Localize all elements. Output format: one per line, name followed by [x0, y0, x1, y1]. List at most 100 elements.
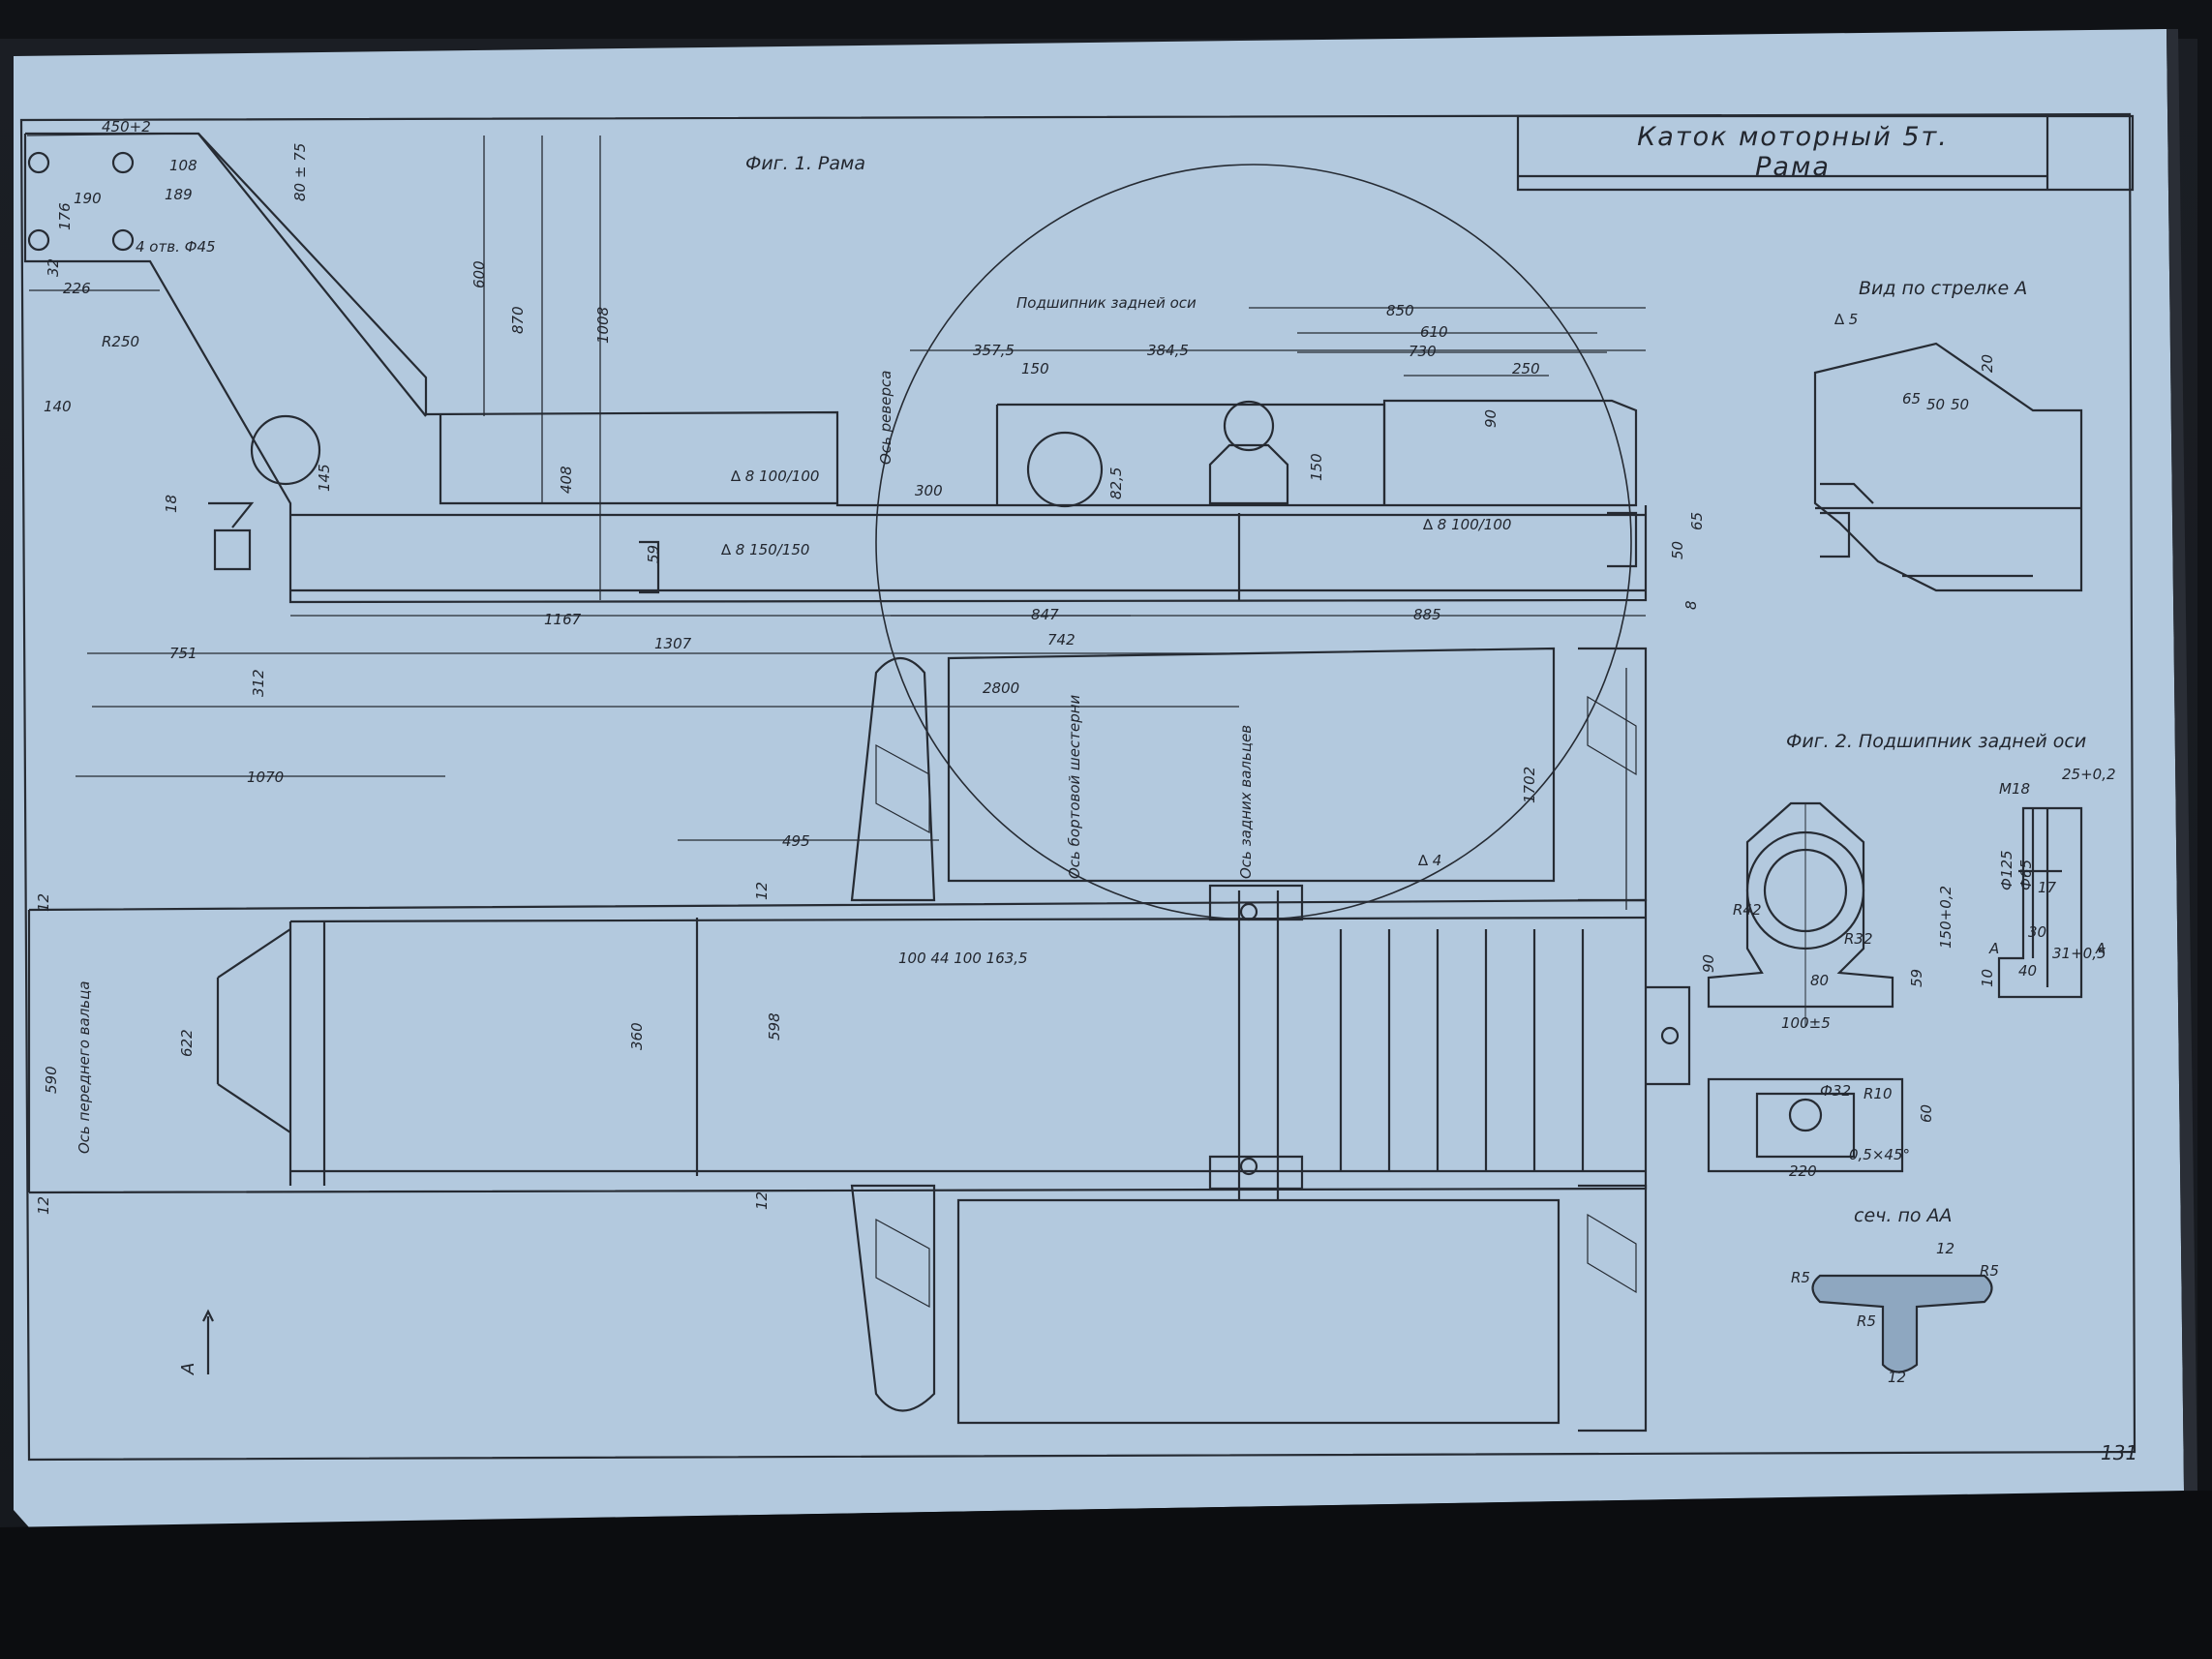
dim-610: 610 [1420, 323, 1448, 341]
dim-150b: 150 [1308, 453, 1325, 481]
plan-view [27, 647, 1691, 1433]
aa-A1: А [1988, 940, 1999, 957]
page-edge-shadow [2167, 29, 2197, 1491]
dim-32: 32 [45, 258, 62, 277]
s-12a: 12 [1936, 1240, 1954, 1257]
dim-885: 885 [1413, 606, 1441, 623]
f2-chamfer: 0,5×45° [1849, 1146, 1910, 1163]
section-arrow-head [202, 1309, 214, 1322]
dim-1070: 1070 [247, 769, 284, 786]
dim-90: 90 [1482, 409, 1500, 428]
bearing-callout: Подшипник задней оси [1016, 294, 1197, 312]
va-50b: 50 [1951, 396, 1969, 413]
view-a [1813, 342, 2083, 592]
section-aa [1811, 1274, 1993, 1373]
f2-80: 80 [1810, 972, 1829, 989]
f2-R42: R42 [1733, 901, 1762, 919]
axis-front-roller-label: Ось переднего вальца [76, 980, 93, 1154]
dim-189: 189 [165, 186, 193, 203]
s-R5a: R5 [1791, 1269, 1810, 1286]
dim-408: 408 [558, 466, 575, 494]
title-line-2: Рама [1755, 152, 1831, 182]
f2-32: Ф32 [1820, 1082, 1851, 1100]
f2-125: Ф125 [1998, 850, 2015, 890]
f2-25: 25+0,2 [2062, 766, 2116, 783]
dim-730: 730 [1409, 343, 1437, 360]
dim-495: 495 [782, 832, 810, 850]
weld-100: ∆ 8 100/100 [730, 468, 819, 485]
dim-742: 742 [1047, 631, 1076, 649]
section-arrow-label: А [178, 1363, 198, 1375]
dim-300: 300 [915, 482, 943, 499]
va-d5: ∆ 5 [1833, 311, 1858, 328]
dim-590: 590 [43, 1066, 60, 1094]
aa-A2: А [2095, 940, 2106, 957]
dim-145: 145 [316, 464, 333, 492]
fig2-caption: Фиг. 2. Подшипник задней оси [1786, 731, 2086, 752]
dim-1702: 1702 [1521, 767, 1538, 803]
dim-59: 59 [645, 545, 662, 563]
title-block-frame [1516, 114, 2135, 192]
table-surface [0, 1491, 2212, 1659]
axis-rear-rollers-label: Ось задних вальцев [1237, 725, 1255, 879]
dim-82: 82,5 [1107, 468, 1125, 499]
f2-220: 220 [1789, 1162, 1817, 1180]
dim-450: 450+2 [102, 118, 151, 136]
va-20: 20 [1979, 354, 1996, 373]
f2-59: 59 [1908, 969, 1925, 987]
f2-10: 10 [1979, 969, 1996, 987]
dim-140: 140 [44, 398, 72, 415]
dim-50: 50 [1669, 541, 1686, 559]
dim-12a: 12 [753, 882, 771, 900]
dim-8: 8 [1682, 600, 1700, 610]
dimension-labels: 450+2 108 80 ± 75 189 190 176 32 226 4 о… [35, 118, 1706, 1215]
f2-150: 150+0,2 [1937, 886, 1954, 949]
f2-17: 17 [2038, 879, 2057, 896]
fig2-plan [1707, 1077, 1904, 1173]
dim-80-75: 80 ± 75 [291, 143, 309, 201]
dim-108: 108 [169, 157, 197, 174]
dim-1167: 1167 [544, 611, 582, 628]
f2-90: 90 [1700, 954, 1717, 973]
dim-150a: 150 [1021, 360, 1049, 377]
f2-M18: M18 [1999, 780, 2030, 798]
dim-850: 850 [1386, 302, 1414, 319]
dim-4: ∆ 4 [1417, 852, 1441, 869]
dim-250: 250 [1512, 360, 1540, 377]
title-line-1: Каток моторный 5т. [1637, 122, 1949, 152]
weld-100b: ∆ 8 100/100 [1422, 516, 1511, 533]
f2-40: 40 [2018, 962, 2037, 980]
dim-751: 751 [169, 645, 197, 662]
paper-sheet [14, 29, 2184, 1527]
drawing-border [19, 112, 2136, 1462]
dim-870: 870 [509, 306, 527, 334]
axis-side-gear-label: Ось бортовой шестерни [1066, 694, 1083, 879]
f2-100: 100±5 [1781, 1014, 1831, 1032]
dim-12d: 12 [753, 1191, 771, 1210]
dim-1008: 1008 [594, 307, 612, 344]
view-a-caption: Вид по стрелке А [1859, 278, 2027, 299]
dim-312: 312 [250, 669, 267, 697]
dim-600: 600 [470, 260, 488, 288]
axis-reverse-label: Ось реверса [877, 371, 894, 465]
va-50a: 50 [1926, 396, 1945, 413]
page-number: 131 [2101, 1441, 2137, 1464]
dim-360: 360 [628, 1022, 646, 1050]
f2-30: 30 [2028, 923, 2046, 941]
detail-dimension-labels: ∆ 5 65 50 50 20 R42 R32 150+0,2 90 80 59… [1700, 311, 2116, 1386]
s-12b: 12 [1888, 1369, 1906, 1386]
dim-176: 176 [56, 202, 74, 230]
dimension-lines [26, 133, 1646, 910]
side-elevation [23, 132, 1648, 920]
dim-18: 18 [163, 495, 180, 513]
dim-R250: R250 [102, 333, 139, 350]
dim-2800: 2800 [983, 679, 1019, 697]
weld-150: ∆ 8 150/150 [720, 541, 809, 558]
f2-R10: R10 [1864, 1085, 1893, 1102]
drawing-linework [19, 112, 2136, 1462]
f2-R32: R32 [1844, 930, 1873, 948]
s-R5b: R5 [1980, 1262, 1999, 1280]
fig2-bearing-front [1707, 801, 1894, 1026]
